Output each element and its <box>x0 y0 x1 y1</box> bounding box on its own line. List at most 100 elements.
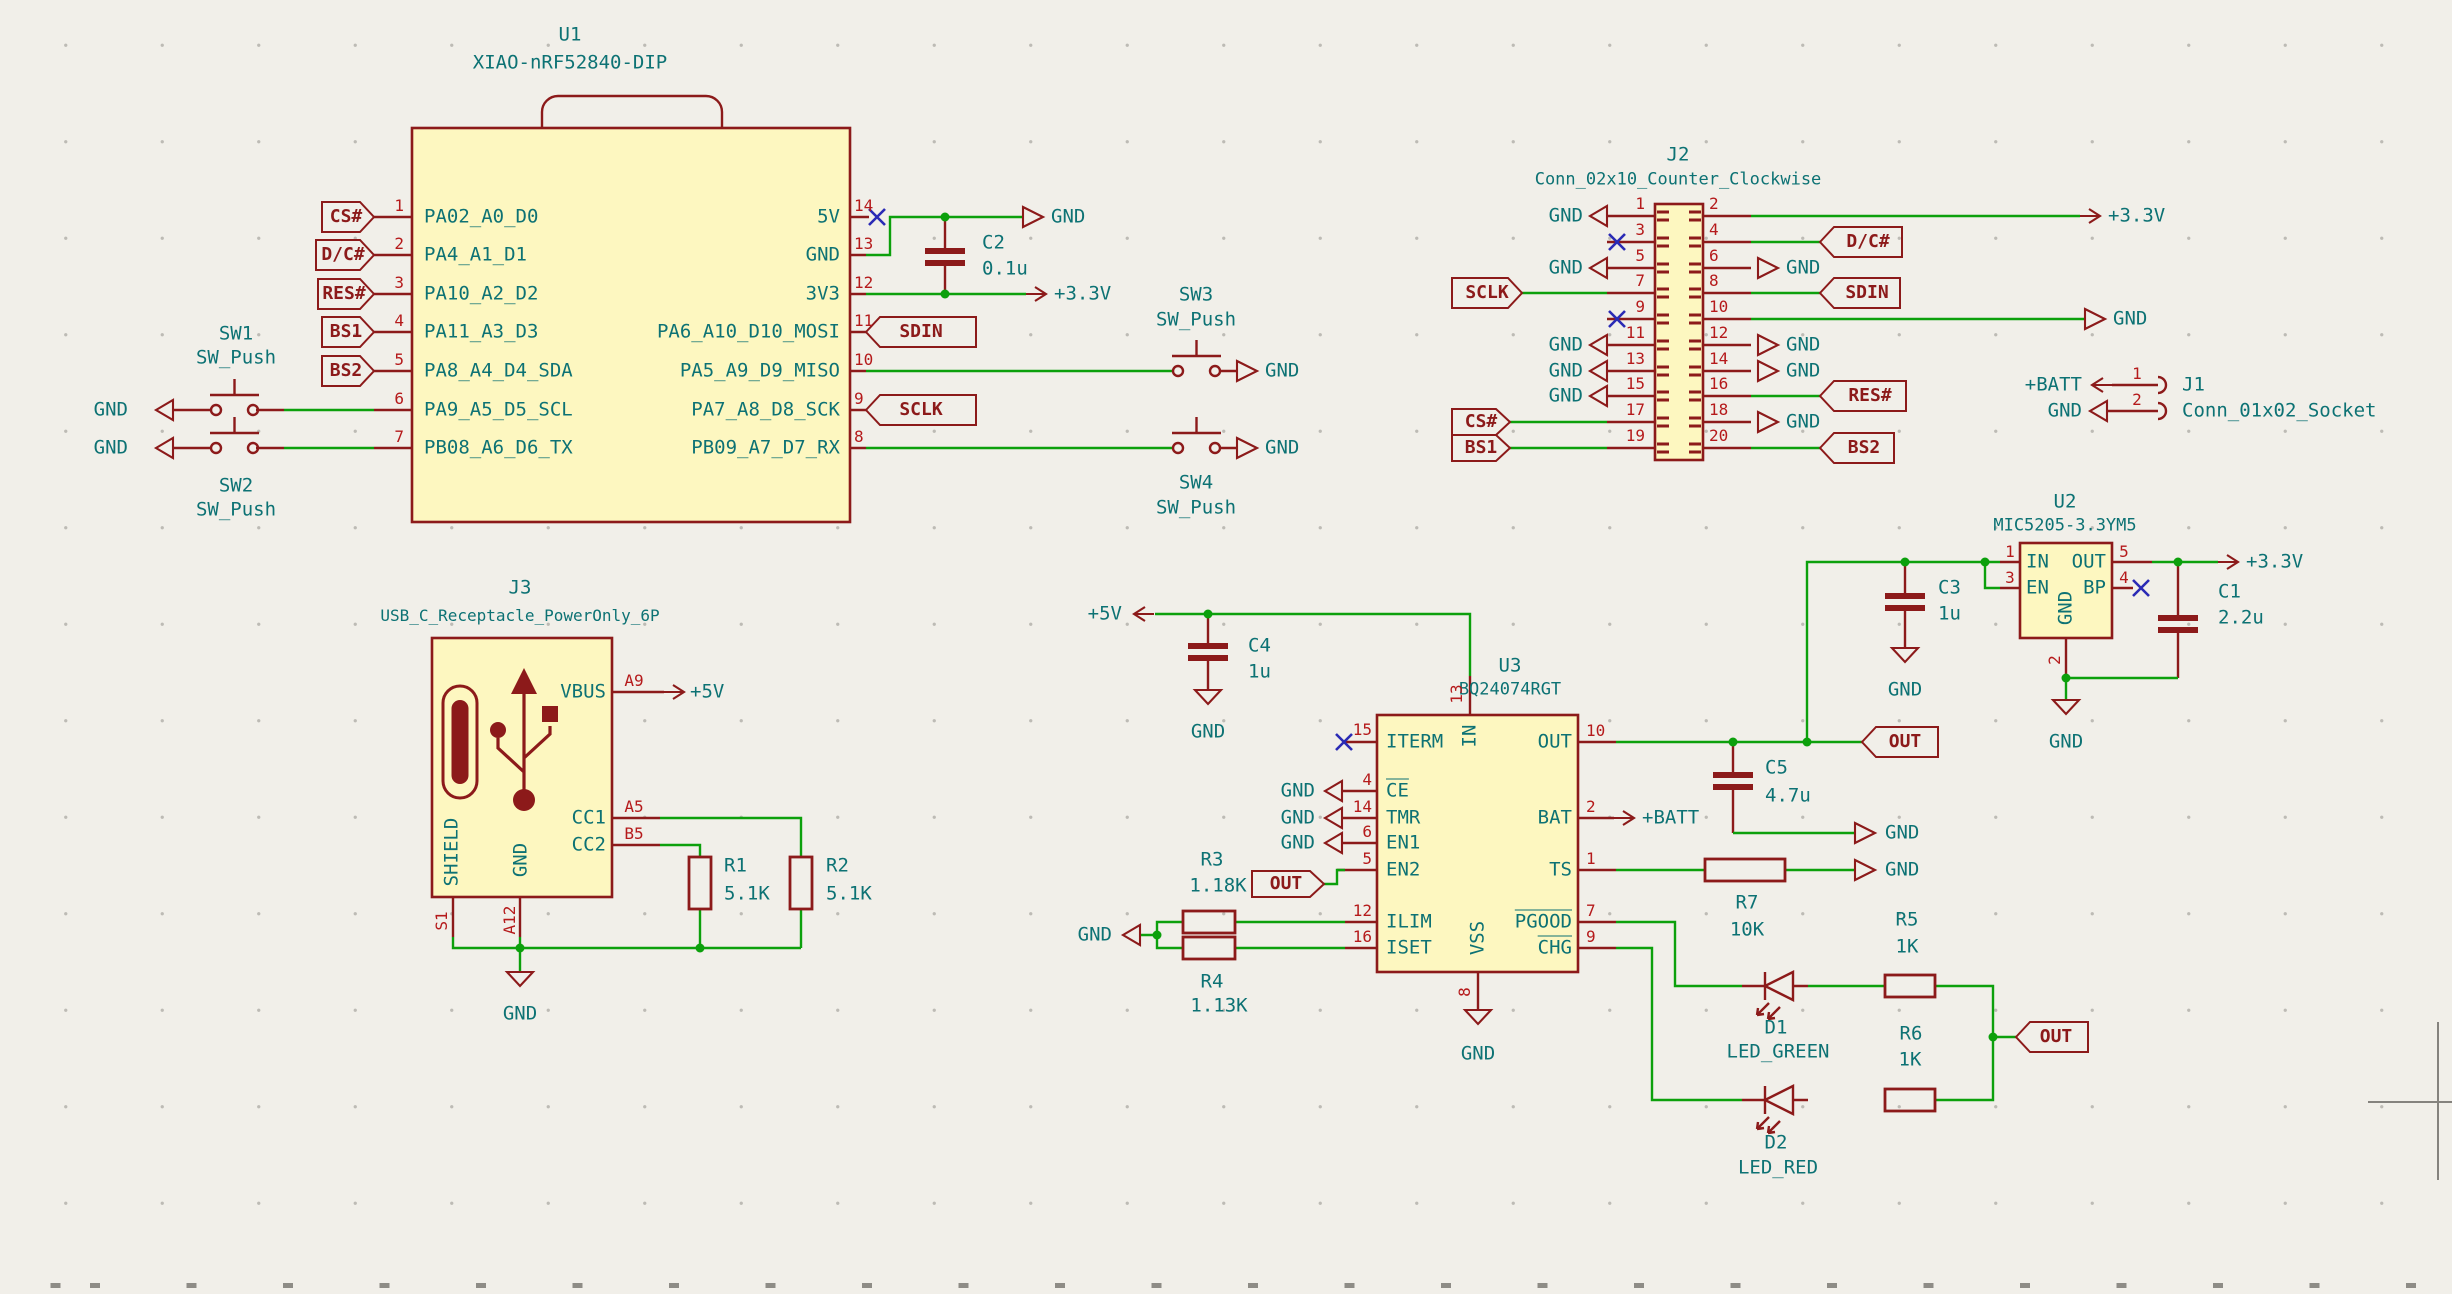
sw3-ref[interactable]: SW3 <box>1178 283 1214 306</box>
u3-tag-out-en2[interactable]: OUT <box>1269 873 1303 894</box>
tag-bs2[interactable] <box>321 355 376 387</box>
r4-body[interactable] <box>1181 935 1237 961</box>
gnd-flag[interactable] <box>1756 410 1780 434</box>
u3-ref[interactable]: U3 <box>1498 654 1522 677</box>
u1-tag-sclk[interactable]: SCLK <box>899 399 943 420</box>
c3-value[interactable]: 1u <box>1938 602 1961 625</box>
u1-tag-dc[interactable]: D/C# <box>321 244 365 265</box>
gnd-flag[interactable] <box>1756 359 1780 383</box>
power-arrow-batt[interactable] <box>1612 809 1636 827</box>
r5-value[interactable]: 1K <box>1895 935 1919 958</box>
c4-symbol[interactable] <box>1188 643 1228 661</box>
tag-cs[interactable] <box>321 201 376 233</box>
r7-body[interactable] <box>1703 857 1787 883</box>
gnd-flag[interactable] <box>1323 779 1344 803</box>
r6-value[interactable]: 1K <box>1898 1048 1922 1071</box>
power-arrow-3v3[interactable] <box>2078 207 2102 225</box>
gnd-flag[interactable] <box>1588 204 1609 228</box>
d1-symbol[interactable] <box>1755 970 1795 1021</box>
c4-value[interactable]: 1u <box>1248 660 1271 683</box>
c4-ref[interactable]: C4 <box>1248 634 1271 657</box>
u2-value[interactable]: MIC5205-3.3YM5 <box>1993 515 2137 536</box>
power-arrow-batt[interactable] <box>2090 376 2114 394</box>
j2-body[interactable] <box>1653 202 1705 462</box>
d2-value[interactable]: LED_RED <box>1737 1156 1819 1179</box>
tag-out-en2[interactable] <box>1251 870 1326 898</box>
sw4-symbol[interactable] <box>1170 415 1223 455</box>
r5-body[interactable] <box>1883 973 1937 999</box>
gnd-flag[interactable] <box>2083 307 2107 331</box>
r3-ref[interactable]: R3 <box>1200 848 1224 871</box>
d2-ref[interactable]: D2 <box>1764 1131 1788 1154</box>
tag-sdin-j2[interactable] <box>1818 277 1901 309</box>
tag-res-j2[interactable] <box>1818 380 1907 412</box>
c2-value[interactable]: 0.1u <box>982 257 1028 280</box>
sw2-ref[interactable]: SW2 <box>218 474 254 497</box>
gnd-flag[interactable] <box>1853 821 1877 845</box>
r1-body[interactable] <box>687 855 713 911</box>
r7-ref[interactable]: R7 <box>1735 891 1759 914</box>
r2-ref[interactable]: R2 <box>826 854 849 877</box>
gnd-symbol[interactable] <box>1193 688 1223 706</box>
j1-ref[interactable]: J1 <box>2182 373 2205 396</box>
u1-tag-bs1[interactable]: BS1 <box>329 321 363 342</box>
r6-body[interactable] <box>1883 1087 1937 1113</box>
c2-symbol[interactable] <box>925 248 965 266</box>
r2-value[interactable]: 5.1K <box>826 882 872 905</box>
c5-symbol[interactable] <box>1713 772 1753 790</box>
sw4-ref[interactable]: SW4 <box>1178 471 1214 494</box>
u2-ref[interactable]: U2 <box>2053 490 2077 513</box>
tag-cs-j2[interactable] <box>1451 408 1512 436</box>
gnd-flag[interactable] <box>1235 436 1259 460</box>
gnd-symbol[interactable] <box>505 970 535 988</box>
sw1-symbol[interactable] <box>208 377 261 417</box>
wires[interactable] <box>284 214 2218 1102</box>
sw2-value[interactable]: SW_Push <box>195 498 277 521</box>
gnd-flag[interactable] <box>154 436 175 460</box>
gnd-flag[interactable] <box>1853 858 1877 882</box>
j2-tag-sclk[interactable]: SCLK <box>1465 282 1509 303</box>
u1-tag-sdin[interactable]: SDIN <box>899 321 943 342</box>
j2-tag-dc[interactable]: D/C# <box>1846 231 1890 252</box>
global-labels[interactable] <box>315 201 2089 1053</box>
led-tag-out[interactable]: OUT <box>2039 1026 2073 1047</box>
power-arrow-5v[interactable] <box>662 683 686 701</box>
c1-ref[interactable]: C1 <box>2218 580 2241 603</box>
u3-tag-out-net[interactable]: OUT <box>1888 731 1922 752</box>
tag-sdin[interactable] <box>864 316 977 348</box>
gnd-symbol[interactable] <box>1890 646 1920 664</box>
gnd-flag[interactable] <box>154 398 175 422</box>
j2-tag-bs1[interactable]: BS1 <box>1464 437 1498 458</box>
sw3-symbol[interactable] <box>1170 338 1223 378</box>
tag-bs2-j2[interactable] <box>1818 432 1895 464</box>
u1-tag-res[interactable]: RES# <box>322 283 366 304</box>
power-arrow-3v3[interactable] <box>1024 285 1048 303</box>
r1-value[interactable]: 5.1K <box>724 882 770 905</box>
u1-tag-cs[interactable]: CS# <box>329 206 363 227</box>
r1-ref[interactable]: R1 <box>724 854 747 877</box>
j3-value[interactable]: USB_C_Receptacle_PowerOnly_6P <box>380 606 660 625</box>
sw1-ref[interactable]: SW1 <box>218 322 254 345</box>
d1-value[interactable]: LED_GREEN <box>1726 1040 1830 1063</box>
tag-res[interactable] <box>317 278 376 310</box>
r5-ref[interactable]: R5 <box>1895 908 1919 931</box>
r3-value[interactable]: 1.18K <box>1189 874 1247 897</box>
gnd-flag[interactable] <box>1323 806 1344 830</box>
c5-ref[interactable]: C5 <box>1765 756 1788 779</box>
j2-ref[interactable]: J2 <box>1666 143 1690 166</box>
tag-dc-j2[interactable] <box>1818 226 1903 258</box>
d2-symbol[interactable] <box>1755 1084 1795 1135</box>
u1-tag-bs2[interactable]: BS2 <box>329 360 363 381</box>
j2-tag-cs[interactable]: CS# <box>1464 411 1498 432</box>
sw2-symbol[interactable] <box>208 415 261 455</box>
gnd-symbol[interactable] <box>1463 1008 1493 1026</box>
tag-sclk[interactable] <box>864 394 977 426</box>
j2-tag-sdin[interactable]: SDIN <box>1845 282 1889 303</box>
u1-value[interactable]: XIAO-nRF52840-DIP <box>472 51 668 74</box>
sw4-value[interactable]: SW_Push <box>1155 496 1237 519</box>
tag-bs1-j2[interactable] <box>1451 434 1512 462</box>
gnd-flag[interactable] <box>1121 923 1142 947</box>
gnd-symbol[interactable] <box>2051 698 2081 716</box>
power-arrow-3v3[interactable] <box>2216 553 2240 571</box>
j2-tag-bs2[interactable]: BS2 <box>1847 437 1881 458</box>
